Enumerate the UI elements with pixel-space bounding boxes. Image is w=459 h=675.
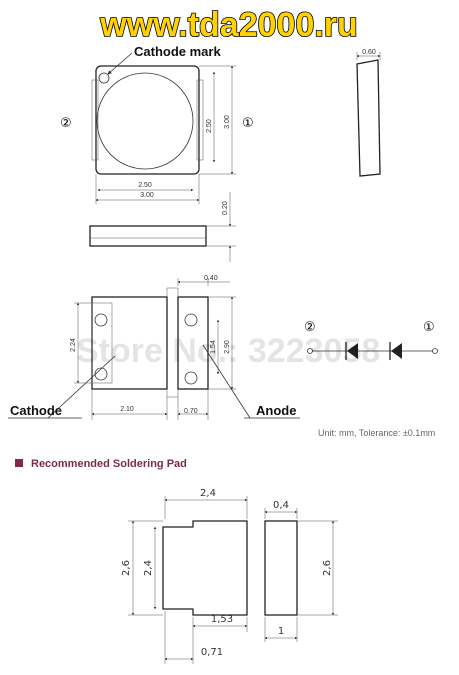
section-bullet-icon	[15, 459, 23, 467]
dim-inner-height: 2.50	[206, 119, 213, 133]
pad-dim-mid-width: 1,53	[211, 614, 233, 625]
cathode-mark-dot	[98, 72, 110, 84]
dim-thickness: 0.60	[362, 49, 376, 56]
dim-outer-width: 3.00	[140, 192, 154, 199]
bottom-view: 0.40 2.24 1.54 2.90 2.10 0.70 Cathode An…	[8, 275, 300, 420]
via-1	[94, 313, 108, 327]
anode-leader	[202, 344, 251, 419]
dim-outer-height: 3.00	[224, 115, 231, 129]
pad-dim-right-width: 0,4	[273, 500, 289, 511]
via-4	[184, 371, 198, 385]
diode-schematic: ② ①	[304, 320, 438, 360]
cathode-mark-label: Cathode mark	[134, 44, 221, 59]
pad-dim-total-width: 2,4	[200, 488, 216, 499]
via-3	[184, 313, 198, 327]
schematic-pin-1: ①	[423, 320, 435, 335]
dim-bottom-right-width: 0.70	[184, 408, 198, 415]
side-body	[356, 59, 381, 177]
dim-tab-width: 0.40	[204, 275, 218, 282]
anode-label: Anode	[256, 403, 296, 418]
right-tab	[196, 79, 204, 161]
cathode-mark-arrow	[107, 52, 133, 75]
front-view: 0.20	[89, 192, 236, 262]
pad-dim-outer-height: 2,6	[121, 560, 132, 576]
unit-note: Unit: mm, Tolerance: ±0.1mm	[318, 428, 435, 438]
pin-1-label: ①	[242, 116, 254, 131]
site-title: www.tda2000.ru	[99, 6, 358, 44]
dim-inner-width: 2.50	[138, 182, 152, 189]
diode-1-icon	[347, 343, 358, 359]
diode-2-icon	[391, 343, 402, 359]
pad-dim-tab-width: 0,71	[201, 647, 223, 658]
pad-right	[264, 520, 298, 616]
side-view: 0.60	[356, 49, 381, 177]
front-body	[89, 225, 207, 247]
soldering-pad-drawing: 2,4 0,4 2,6 2,4 2,6 1,53 1 0,71	[121, 488, 338, 664]
dim-bottom-pad-width: 2.10	[120, 406, 134, 413]
lens-circle	[96, 72, 194, 170]
section-title: Recommended Soldering Pad	[31, 458, 187, 470]
store-watermark: Store No.: 3223058	[76, 332, 380, 370]
pin-2-label: ②	[60, 116, 72, 131]
dim-front-height: 0.20	[222, 201, 229, 215]
pad-dim-small-width: 1	[278, 626, 284, 637]
pad-dim-right-height: 2,6	[322, 560, 333, 576]
top-view: Cathode mark ② ① 2.50 3.00 2.50 3.00	[60, 44, 254, 204]
dim-bottom-left-height: 2.24	[70, 338, 77, 352]
schematic-pin-2: ②	[304, 320, 316, 335]
dim-bottom-total-height: 2.90	[224, 340, 231, 354]
dim-bottom-pad-height: 1.54	[210, 340, 217, 354]
bottom-pad-right	[177, 296, 209, 390]
pad-dim-inner-height: 2,4	[143, 560, 154, 576]
cathode-label: Cathode	[10, 403, 62, 418]
cathode-leader	[47, 355, 116, 419]
pad-left	[162, 520, 248, 616]
left-tab	[91, 79, 99, 161]
package-outline	[95, 65, 200, 175]
